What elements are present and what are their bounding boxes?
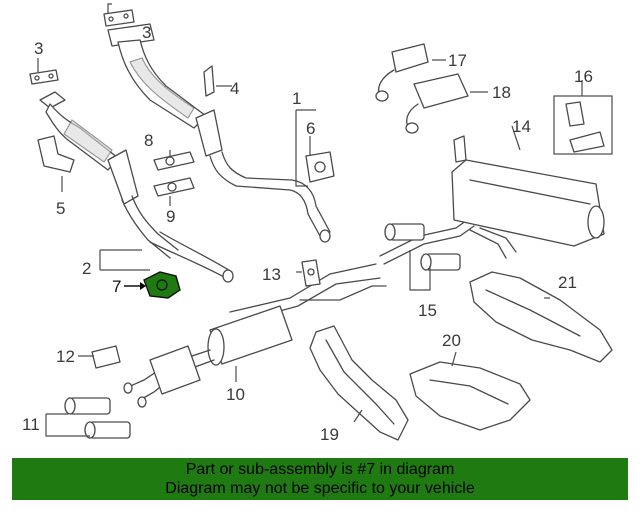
callout-13: 13 [262, 265, 281, 284]
callout-5: 5 [56, 199, 65, 218]
heat-shield-20 [409, 361, 531, 431]
callout-9: 9 [166, 207, 175, 226]
exhaust-tip-18 [405, 73, 469, 134]
hanger-13 [301, 259, 321, 287]
hanger-6 [305, 151, 335, 183]
callout-14: 14 [512, 117, 531, 136]
callout-10: 10 [226, 385, 245, 404]
callout-21: 21 [558, 273, 577, 292]
bracket-4 [203, 65, 215, 97]
part-info-banner: Part or sub-assembly is #7 in diagram Di… [12, 458, 628, 500]
callout-1: 1 [292, 89, 301, 108]
callout-18: 18 [492, 83, 511, 102]
hanger-kit-16 [553, 95, 613, 155]
bracket-5 [37, 135, 75, 173]
gasket-top [103, 9, 135, 27]
callout-12: 12 [56, 347, 75, 366]
callout-3-top: 3 [142, 23, 151, 42]
rear-muffler-14 [379, 135, 605, 265]
clamp-15-upper [384, 223, 425, 241]
callout-7: 7 [112, 277, 121, 296]
clamp-15-lower [420, 253, 461, 271]
banner-line-1: Part or sub-assembly is #7 in diagram [185, 461, 455, 478]
exhaust-tip-17 [375, 43, 429, 102]
callout-19: 19 [320, 425, 339, 444]
callout-16: 16 [574, 67, 593, 86]
callout-2: 2 [82, 259, 91, 278]
clamp-11-lower [84, 421, 131, 439]
clamp-11-upper [64, 397, 111, 415]
callout-6: 6 [306, 119, 315, 138]
left-catalytic-converter [39, 91, 234, 283]
clamp-9 [153, 177, 195, 197]
hanger-12 [91, 345, 121, 369]
clamp-8 [153, 151, 195, 171]
callout-20: 20 [442, 331, 461, 350]
callout-17: 17 [448, 51, 467, 70]
callout-11: 11 [22, 415, 40, 434]
callout-7-arrow [124, 282, 146, 290]
heat-shield-21 [469, 271, 613, 363]
callout-15: 15 [418, 301, 437, 320]
callout-8: 8 [144, 131, 153, 150]
leader-lines [37, 3, 583, 437]
heat-shield-19 [309, 325, 409, 441]
callout-4: 4 [230, 79, 239, 98]
callout-3-left: 3 [34, 39, 43, 58]
center-muffler [123, 263, 387, 408]
right-catalytic-converter [107, 23, 331, 243]
gasket-left [29, 69, 59, 85]
part-7-highlighted[interactable] [143, 271, 181, 299]
banner-line-2: Diagram may not be specific to your vehi… [165, 480, 475, 497]
exhaust-system-diagram: 3 3 4 5 1 6 8 9 2 7 13 12 10 11 19 20 21… [22, 3, 613, 444]
